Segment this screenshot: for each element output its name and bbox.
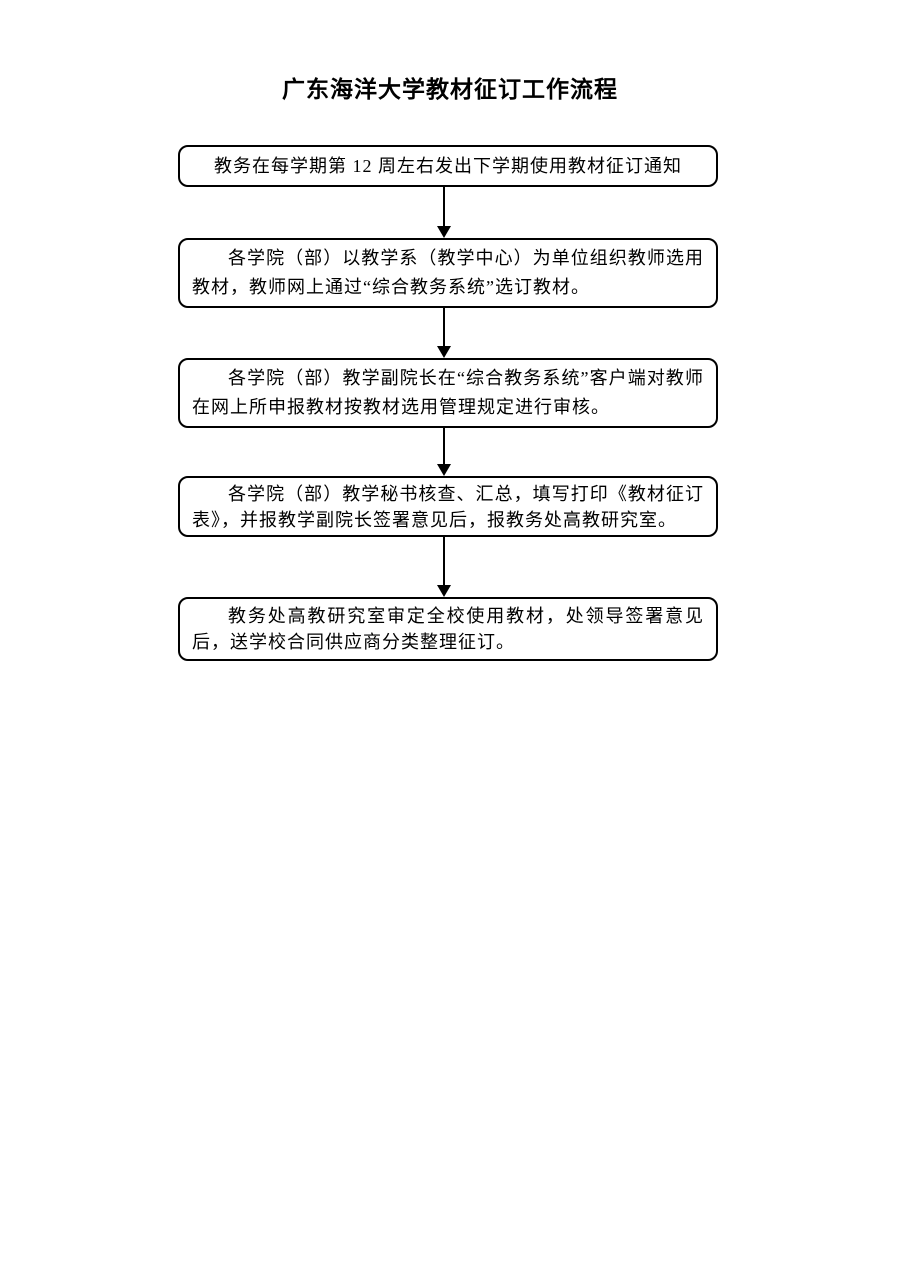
down-arrow-icon xyxy=(437,537,451,597)
flow-step-teacher-selection: 各学院（部）以教学系（教学中心）为单位组织教师选用教材，教师网上通过“综合教务系… xyxy=(178,238,718,308)
arrow-shaft xyxy=(443,308,445,349)
arrow-head xyxy=(437,585,451,597)
arrow-head xyxy=(437,346,451,358)
flow-step-notice-text: 教务在每学期第 12 周左右发出下学期使用教材征订通知 xyxy=(214,155,682,176)
arrow-head xyxy=(437,226,451,238)
down-arrow-icon xyxy=(437,308,451,358)
flow-step-dean-review-text: 各学院（部）教学副院长在“综合教务系统”客户端对教师在网上所申报教材按教材选用管… xyxy=(192,368,704,417)
flow-step-secretary-summary: 各学院（部）教学秘书核查、汇总，填写打印《教材征订表》，并报教学副院长签署意见后… xyxy=(178,476,718,537)
arrow-shaft xyxy=(443,428,445,467)
flow-step-secretary-summary-text: 各学院（部）教学秘书核查、汇总，填写打印《教材征订表》，并报教学副院长签署意见后… xyxy=(192,483,704,530)
flow-step-notice: 教务在每学期第 12 周左右发出下学期使用教材征订通知 xyxy=(178,145,718,187)
flow-step-teacher-selection-text: 各学院（部）以教学系（教学中心）为单位组织教师选用教材，教师网上通过“综合教务系… xyxy=(192,248,704,297)
page-title: 广东海洋大学教材征订工作流程 xyxy=(282,77,618,102)
flow-step-final-approval: 教务处高教研究室审定全校使用教材，处领导签署意见后，送学校合同供应商分类整理征订… xyxy=(178,597,718,661)
arrow-shaft xyxy=(443,537,445,588)
down-arrow-icon xyxy=(437,428,451,476)
down-arrow-icon xyxy=(437,187,451,238)
arrow-shaft xyxy=(443,187,445,229)
arrow-head xyxy=(437,464,451,476)
flow-step-final-approval-text: 教务处高教研究室审定全校使用教材，处领导签署意见后，送学校合同供应商分类整理征订… xyxy=(192,606,704,652)
flow-step-dean-review: 各学院（部）教学副院长在“综合教务系统”客户端对教师在网上所申报教材按教材选用管… xyxy=(178,358,718,428)
